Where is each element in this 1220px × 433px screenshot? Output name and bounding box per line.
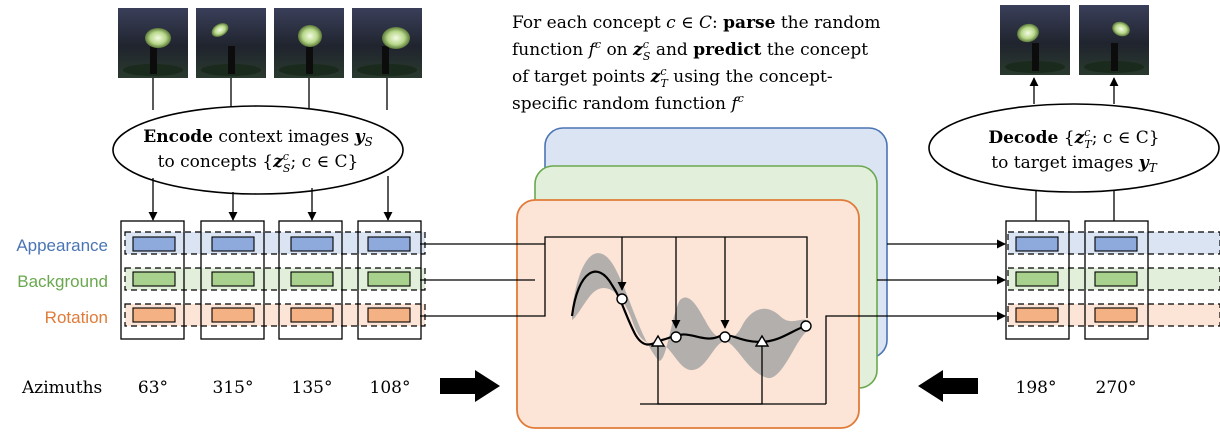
right-arrow-icon (440, 370, 500, 402)
plant-image-icon (196, 8, 266, 78)
decoder-to-images-arrows (1029, 77, 1119, 104)
azimuth-value: 315° (213, 378, 254, 398)
target-to-decoder-lines (1035, 186, 1115, 221)
context-column-3 (278, 220, 343, 340)
azimuth-value: 270° (1096, 378, 1137, 398)
target-point (754, 334, 770, 347)
plant-image-icon (1000, 5, 1070, 75)
decoder-line2: to target images yT (991, 153, 1157, 175)
plant-image-icon (1079, 5, 1149, 75)
plant-image-icon (352, 8, 422, 78)
target-column-2 (1084, 220, 1149, 340)
azimuth-value: 108° (370, 378, 411, 398)
context-point (719, 331, 731, 343)
azimuth-value: 135° (292, 378, 333, 398)
panels-to-target-arrows (877, 239, 1006, 285)
context-column-1 (120, 220, 185, 340)
context-point (616, 293, 628, 305)
azimuth-label: Azimuths (21, 378, 102, 398)
context-point (800, 320, 812, 332)
encoder-line1: Encode context images yS (143, 127, 372, 149)
context-images (118, 8, 422, 78)
plant-image-icon (274, 8, 344, 78)
caption-line4: specific random function fc (512, 92, 744, 114)
caption-line1: For each concept c ∈ C: parse the random (512, 13, 881, 33)
concept-label-background: Background (17, 272, 108, 291)
concept-label-rotation: Rotation (45, 308, 108, 327)
azimuth-value: 198° (1016, 378, 1057, 398)
context-point (670, 331, 682, 343)
appearance-band (124, 231, 426, 255)
plant-image-icon (118, 8, 188, 78)
context-concept-grid (120, 220, 426, 340)
target-images (1000, 5, 1149, 75)
concept-label-appearance: Appearance (16, 236, 108, 255)
image-to-encoder-lines (152, 78, 388, 110)
context-column-2 (200, 220, 265, 340)
random-function-plot (570, 237, 1006, 405)
target-concept-grid (1005, 220, 1220, 340)
target-column-1 (1005, 220, 1070, 340)
concept-panels (516, 127, 888, 429)
left-arrow-icon (918, 370, 978, 402)
encoder-to-concepts-arrows (148, 176, 393, 221)
azimuth-value: 63° (138, 378, 168, 398)
mean-curve (570, 270, 807, 346)
target-point (650, 334, 666, 347)
encoder-ellipse: Encode context images yS to concepts {zc… (112, 105, 404, 195)
rotation-band (124, 303, 426, 327)
grid-to-panels-lines (420, 236, 808, 318)
background-band (124, 267, 426, 291)
uncertainty-band (572, 253, 806, 379)
caption: For each concept c ∈ C: parse the random… (512, 13, 881, 114)
